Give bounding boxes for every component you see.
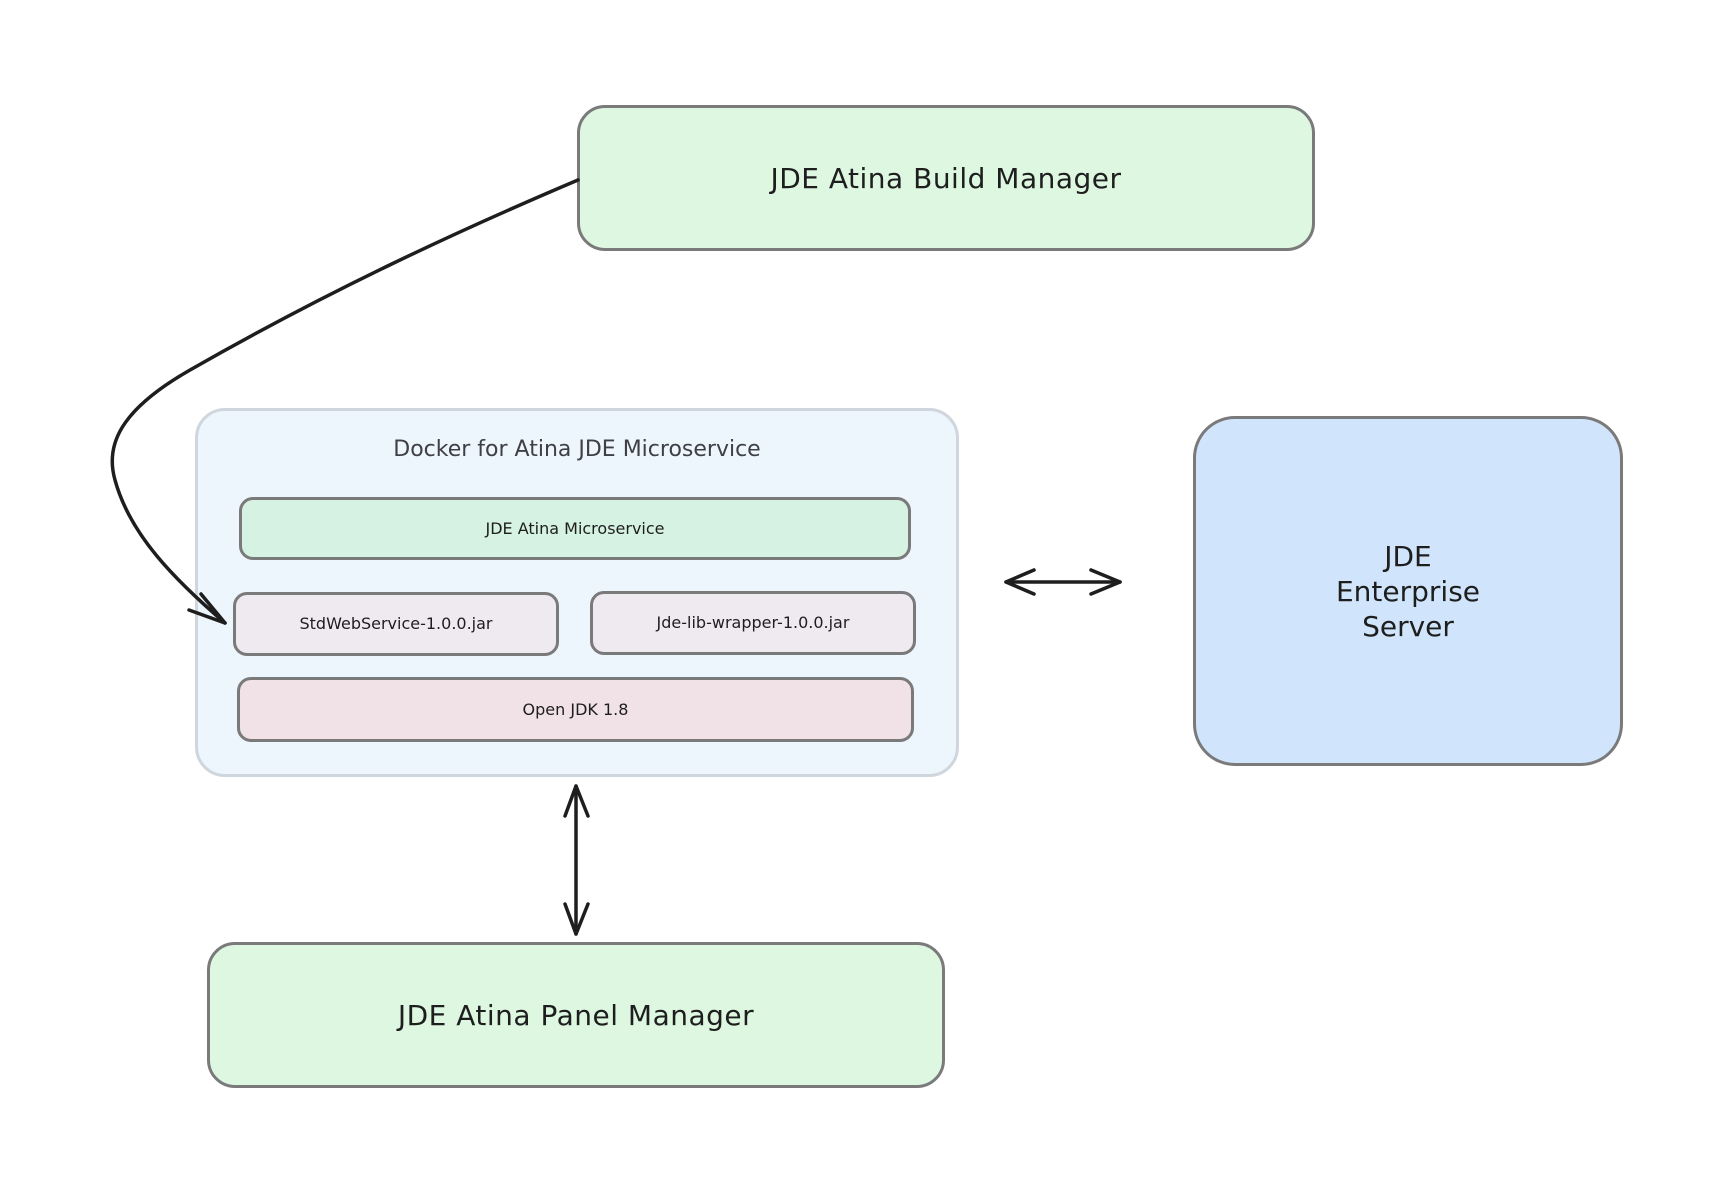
enterprise-server-label: JDE Enterprise Server (1335, 539, 1481, 643)
lib-wrapper-jar-node[interactable]: Jde-lib-wrapper-1.0.0.jar (590, 591, 916, 655)
docker-to-panel-top-arrowhead (563, 784, 590, 818)
enterprise-server-node[interactable]: JDE Enterprise Server (1193, 416, 1623, 766)
std-webservice-jar-label: StdWebService-1.0.0.jar (299, 614, 493, 633)
docker-to-panel-bottom-arrowhead (563, 902, 590, 936)
panel-manager-node[interactable]: JDE Atina Panel Manager (207, 942, 945, 1088)
docker-title: Docker for Atina JDE Microservice (393, 437, 761, 462)
build-manager-label: JDE Atina Build Manager (770, 161, 1122, 195)
build-manager-node[interactable]: JDE Atina Build Manager (577, 105, 1315, 251)
microservice-node[interactable]: JDE Atina Microservice (239, 497, 911, 560)
docker-to-server-right-arrowhead (1089, 568, 1122, 596)
lib-wrapper-jar-label: Jde-lib-wrapper-1.0.0.jar (656, 613, 850, 632)
open-jdk-label: Open JDK 1.8 (522, 699, 629, 719)
std-webservice-jar-node[interactable]: StdWebService-1.0.0.jar (233, 592, 559, 656)
docker-to-server-left-arrowhead (1004, 568, 1036, 596)
microservice-label: JDE Atina Microservice (485, 518, 665, 538)
panel-manager-label: JDE Atina Panel Manager (397, 998, 755, 1032)
open-jdk-node[interactable]: Open JDK 1.8 (237, 677, 914, 742)
